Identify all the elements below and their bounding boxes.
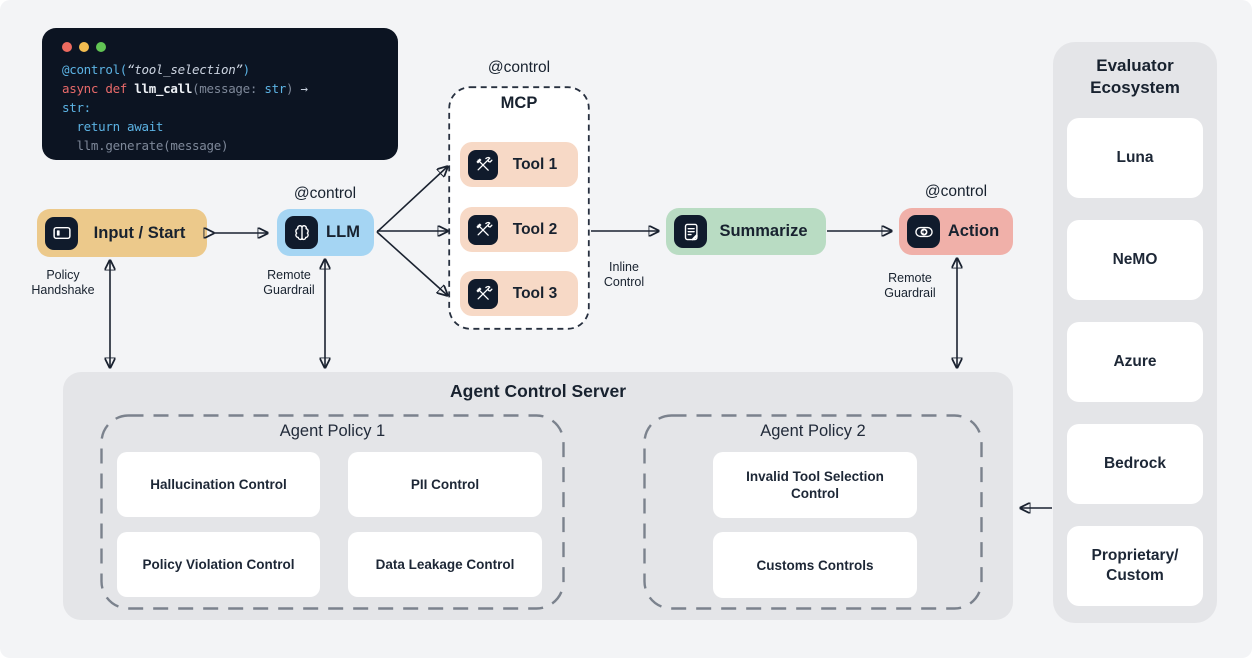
brain-icon: [285, 216, 318, 249]
policy-1-dashed-border: [100, 414, 565, 610]
node-label: Action: [947, 222, 1000, 240]
policy-card: Customs Controls: [713, 532, 917, 598]
action-arrow-icon: [907, 215, 940, 248]
agent-policy-1-group: Agent Policy 1 Hallucination Control PII…: [100, 414, 565, 610]
tool-3-row: Tool 3: [460, 271, 578, 316]
policy-2-title: Agent Policy 2: [760, 422, 866, 440]
evaluator-item: Luna: [1067, 118, 1203, 198]
server-title: Agent Control Server: [450, 381, 626, 401]
edge-label-remote-guardrail-llm: Remote Guardrail: [263, 268, 315, 297]
control-label-action: @control: [924, 183, 988, 200]
node-label: Summarize: [719, 222, 808, 240]
window-dot-yellow-icon: [79, 42, 89, 52]
edge-label-policy-handshake: Policy Handshake: [31, 268, 95, 297]
evaluator-item: Proprietary/ Custom: [1067, 526, 1203, 606]
policy-1-title: Agent Policy 1: [279, 422, 386, 440]
evaluator-ecosystem-panel: Evaluator Ecosystem Luna NeMO Azure Bedr…: [1053, 42, 1217, 623]
policy-card: PII Control: [348, 452, 542, 517]
document-pencil-icon: [674, 215, 707, 248]
evaluator-item: Azure: [1067, 322, 1203, 402]
tool-label: Tool 3: [512, 284, 558, 302]
edge-label-inline-control: Inline Control: [603, 260, 645, 289]
node-summarize: Summarize: [666, 208, 826, 255]
evaluator-item: Bedrock: [1067, 424, 1203, 504]
node-action: Action: [899, 208, 1013, 255]
node-input-start: Input / Start: [37, 209, 207, 257]
evaluator-item: NeMO: [1067, 220, 1203, 300]
policy-card: Policy Violation Control: [117, 532, 320, 597]
policy-card: Data Leakage Control: [348, 532, 542, 597]
code-lines: @control(“tool_selection”)async def llm_…: [62, 62, 308, 153]
tool-1-row: Tool 1: [460, 142, 578, 187]
node-llm: LLM: [277, 209, 374, 256]
mcp-title: MCP: [500, 94, 538, 112]
tool-2-row: Tool 2: [460, 207, 578, 252]
tools-icon: [468, 214, 498, 245]
edge-label-remote-guardrail-action: Remote Guardrail: [884, 271, 936, 300]
policy-2-dashed-border: [643, 414, 983, 610]
window-dot-green-icon: [96, 42, 106, 52]
tool-label: Tool 2: [512, 220, 558, 238]
code-window: @control(“tool_selection”)async def llm_…: [42, 28, 398, 160]
window-controls: [62, 42, 380, 52]
policy-card: Hallucination Control: [117, 452, 320, 517]
window-dot-red-icon: [62, 42, 72, 52]
tools-icon: [468, 278, 498, 309]
input-terminal-icon: [45, 216, 78, 250]
policy-card: Invalid Tool Selection Control: [713, 452, 917, 518]
tools-icon: [468, 149, 498, 180]
agent-policy-2-group: Agent Policy 2 Invalid Tool Selection Co…: [643, 414, 983, 610]
control-label-mcp: @control: [487, 59, 551, 76]
evaluator-title: Evaluator Ecosystem: [1090, 56, 1180, 97]
mcp-group: MCP Tool 1 Tool 2: [448, 86, 590, 330]
control-label-llm: @control: [293, 185, 357, 202]
node-label: Input / Start: [93, 223, 186, 242]
tool-label: Tool 1: [512, 155, 558, 173]
node-label: LLM: [326, 223, 360, 241]
